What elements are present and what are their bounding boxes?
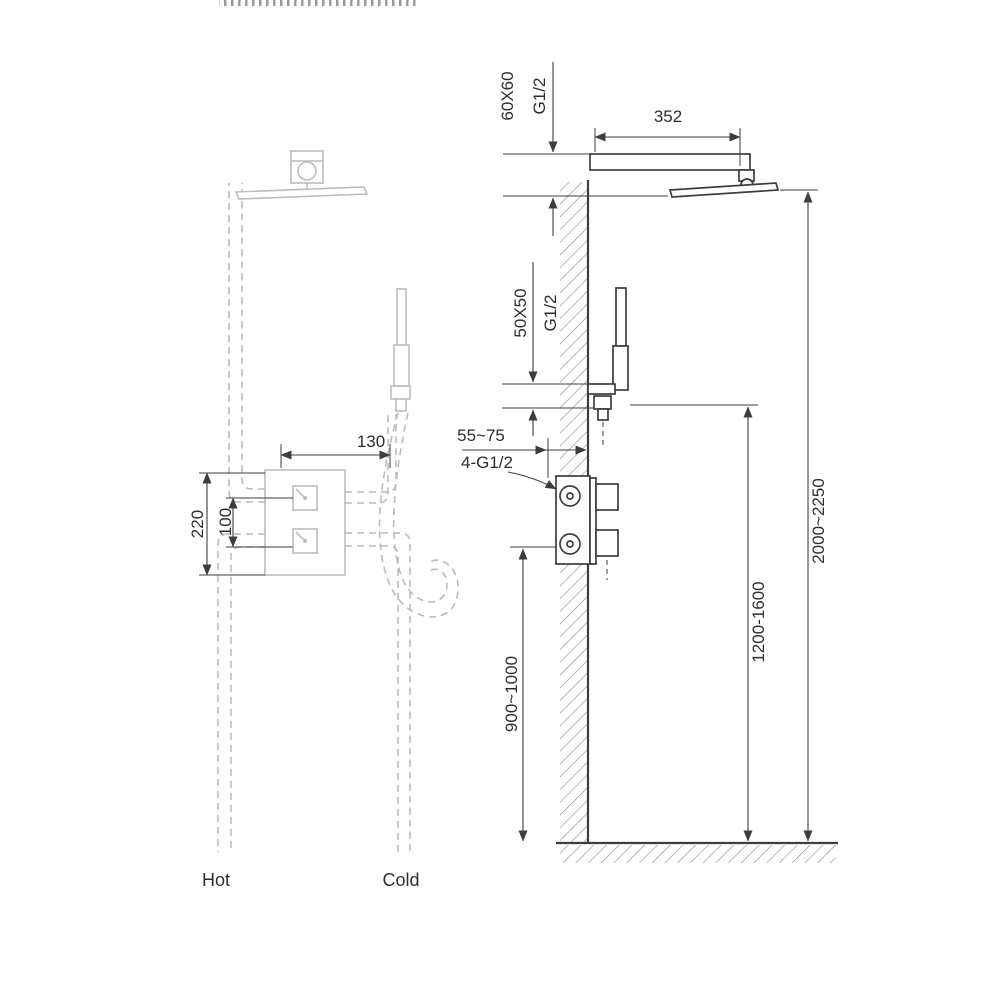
rain-shower-head-front xyxy=(234,186,369,200)
hand-shower-side xyxy=(587,287,629,448)
cold-supply-label: Cold xyxy=(382,870,419,890)
mixer-handle-bottom xyxy=(292,528,318,554)
mixer-valve-side xyxy=(555,475,619,580)
dim-arm-thread-label: G1/2 xyxy=(530,78,549,115)
dim-55-75-label: 55~75 xyxy=(457,426,505,445)
mixer-valve-front xyxy=(264,469,346,576)
valve-trim-plate xyxy=(589,477,597,565)
head-feed-pipe xyxy=(241,183,265,490)
cold-supply-pipe xyxy=(345,532,411,852)
rain-head-bracket-front xyxy=(290,150,324,189)
valve-knob-bottom xyxy=(595,529,619,557)
dim-130-label: 130 xyxy=(357,432,385,451)
handset-outlet-pipe xyxy=(345,414,397,493)
handset-outlet-pipe xyxy=(345,414,389,504)
dim-2000-2250-label: 2000~2250 xyxy=(809,478,828,564)
hose-connector xyxy=(395,398,407,412)
hand-shower-front xyxy=(390,288,411,412)
dim-60x60-label: 60X60 xyxy=(498,71,517,120)
dim-352-label: 352 xyxy=(654,107,682,126)
dim-4-g12-label: 4-G1/2 xyxy=(461,453,513,472)
dim-220-label: 220 xyxy=(188,510,207,538)
dim-holder-thread-label: G1/2 xyxy=(541,295,560,332)
mixer-plate xyxy=(264,469,346,576)
cold-supply-pipe xyxy=(345,545,399,852)
leader-line xyxy=(507,471,557,490)
hot-supply-pipe xyxy=(217,533,265,852)
dim-50x50-label: 50X50 xyxy=(511,288,530,337)
hand-shower-handle xyxy=(612,345,629,391)
hose-connector xyxy=(597,408,609,421)
front-view xyxy=(217,150,459,852)
valve-knob-top xyxy=(595,483,619,511)
dim-900-1000-label: 900~1000 xyxy=(502,656,521,732)
shower-hose-loop xyxy=(378,412,459,618)
valve-port-bottom xyxy=(559,533,581,555)
dim-1200-1600-label: 1200-1600 xyxy=(749,581,768,662)
wall-outlet xyxy=(593,395,612,410)
cropped-watermark xyxy=(219,0,419,6)
hand-shower-wand xyxy=(615,287,627,347)
hand-shower-handle xyxy=(393,344,410,387)
dim-100-label: 100 xyxy=(216,508,235,536)
floor-hatching xyxy=(560,845,836,863)
valve-port-top xyxy=(559,485,581,507)
head-feed-pipe xyxy=(228,183,265,503)
rain-shower-head-side xyxy=(668,182,780,198)
dimensions: 60X60 G1/2 352 50X50 G1/2 55~75 4-G1/2 1… xyxy=(188,62,828,842)
hand-shower-elbow xyxy=(390,385,411,400)
side-view xyxy=(555,153,838,863)
shower-arm xyxy=(589,153,751,171)
shower-arm-side xyxy=(589,153,780,198)
shower-hose-loop xyxy=(392,412,448,603)
hot-supply-label: Hot xyxy=(202,870,230,890)
hand-shower-wand xyxy=(396,288,407,347)
wall-holder xyxy=(587,383,616,395)
hot-supply-pipe xyxy=(230,546,265,852)
